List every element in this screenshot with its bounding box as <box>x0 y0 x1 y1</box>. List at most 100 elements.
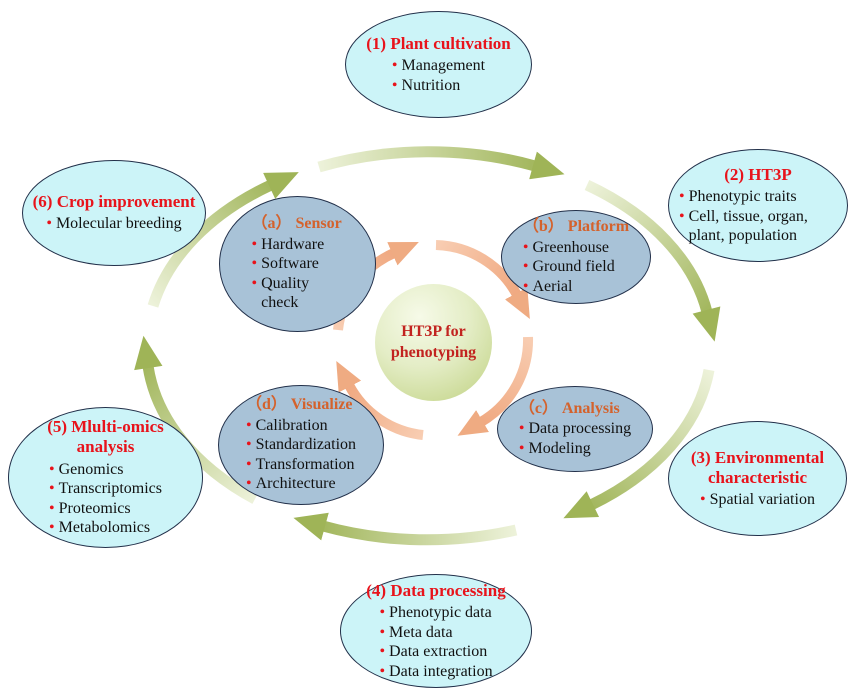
bullet-icon: • <box>379 623 386 641</box>
node-title: （a） Sensor <box>251 215 342 233</box>
item-label: Aerial <box>532 277 573 295</box>
list-item: •Hardware <box>252 235 344 255</box>
node-title: (6) Crop improvement <box>32 192 196 212</box>
bullet-icon: • <box>679 207 685 225</box>
bullet-icon: • <box>518 420 525 438</box>
list-item: •Phenotypic traits <box>679 187 837 207</box>
item-label: Data extraction <box>389 643 488 661</box>
bullet-icon: • <box>700 490 706 508</box>
bullet-icon: • <box>522 258 529 276</box>
bullet-icon: • <box>379 643 386 661</box>
bullet-icon: • <box>522 277 529 295</box>
list-item: •Meta data <box>379 623 492 643</box>
bullet-icon: • <box>251 255 258 273</box>
item-label: Quality check <box>261 274 310 312</box>
list-item: •Modeling <box>519 439 631 459</box>
bullet-icon: • <box>518 439 525 457</box>
list-item: •Management <box>392 56 485 76</box>
list-item: •Quality check <box>252 274 344 313</box>
list-item: •Greenhouse <box>523 238 629 258</box>
list-item: •Nutrition <box>392 76 485 96</box>
bullet-icon: • <box>48 499 55 517</box>
outer-cycle-arrow-5 <box>293 512 518 546</box>
list-item: •Molecular breeding <box>46 214 181 234</box>
item-label: Proteomics <box>58 499 131 517</box>
node-environmental-characteristic: (3) Environmental characteristic •Spatia… <box>668 421 847 536</box>
bullet-icon: • <box>391 57 398 74</box>
bullet-icon: • <box>245 436 252 454</box>
center-hub-label: HT3P for phenotyping <box>390 322 477 361</box>
inner-cycle-arrow-d <box>336 360 424 440</box>
list-item: •Architecture <box>246 474 356 494</box>
node-data-processing: (4) Data processing •Phenotypic data •Me… <box>340 574 532 688</box>
node-title: (4) Data processing <box>366 580 506 600</box>
node-title: (1) Plant cultivation <box>366 33 511 53</box>
bullet-icon: • <box>245 455 252 473</box>
list-item: •Standardization <box>246 435 356 455</box>
bullet-icon: • <box>251 235 258 253</box>
list-item: •Transformation <box>246 455 356 475</box>
list-item: •Aerial <box>523 277 629 297</box>
bullet-icon: • <box>522 238 529 256</box>
outer-cycle-arrow-2 <box>317 146 565 180</box>
bullet-icon: • <box>679 188 685 206</box>
list-item: •Phenotypic data <box>379 603 492 623</box>
bullet-icon: • <box>379 603 386 621</box>
outer-cycle-arrow-4 <box>563 368 715 519</box>
bullet-icon: • <box>46 215 52 233</box>
node-title: (5) Mlulti-omics analysis <box>47 417 164 457</box>
node-title: (2) HT3P <box>724 165 792 185</box>
list-item: •Cell, tissue, organ, plant, population <box>679 207 837 246</box>
item-label: Hardware <box>261 235 325 253</box>
item-label: Molecular breeding <box>55 215 182 233</box>
node-title: (3) Environmental characteristic <box>690 447 825 487</box>
bullet-icon: • <box>391 76 398 94</box>
item-label: Phenotypic data <box>389 603 492 621</box>
node-sensor: （a） Sensor •Hardware •Software •Quality … <box>219 196 376 332</box>
list-item: •Calibration <box>246 416 356 436</box>
bullet-icon: • <box>245 416 252 434</box>
node-title: （c） Analysis <box>518 399 620 417</box>
item-label: Meta data <box>389 623 453 641</box>
node-visualize: （d） Visualize •Calibration •Standardizat… <box>218 385 384 505</box>
inner-cycle-arrow-c <box>457 336 534 436</box>
list-item: •Metabolomics <box>49 518 162 538</box>
item-label: Phenotypic traits <box>688 188 797 206</box>
node-multi-omics-analysis: (5) Mlulti-omics analysis •Genomics •Tra… <box>8 407 203 548</box>
list-item: •Ground field <box>523 257 629 277</box>
item-label: Software <box>261 255 319 273</box>
bullet-icon: • <box>48 480 55 498</box>
list-item: •Software <box>252 254 344 274</box>
inner-cycle-arrow-b <box>435 240 530 319</box>
item-label: Metabolomics <box>58 519 151 537</box>
item-label: Standardization <box>255 436 357 454</box>
item-label: Ground field <box>532 258 615 276</box>
outer-cycle-arrow-3 <box>584 180 721 342</box>
bullet-icon: • <box>251 274 258 292</box>
node-platform: （b） Platform •Greenhouse •Ground field •… <box>501 210 651 304</box>
list-item: •Genomics <box>49 460 162 480</box>
node-title: （d） Visualize <box>245 396 353 414</box>
center-hub: HT3P for phenotyping <box>375 284 492 401</box>
item-label: Greenhouse <box>532 238 609 256</box>
bullet-icon: • <box>379 662 386 680</box>
node-title: （b） Platform <box>522 217 630 235</box>
list-item: •Data extraction <box>379 642 492 662</box>
node-ht3p: (2) HT3P •Phenotypic traits •Cell, tissu… <box>668 149 848 262</box>
item-label: Data processing <box>528 420 632 438</box>
item-label: Transcriptomics <box>58 480 162 498</box>
list-item: •Spatial variation <box>700 490 815 510</box>
list-item: •Data integration <box>379 662 492 682</box>
node-plant-cultivation: (1) Plant cultivation •Management •Nutri… <box>345 11 532 118</box>
item-label: Calibration <box>255 416 328 434</box>
item-label: Architecture <box>255 475 336 493</box>
item-label: Modeling <box>528 439 591 457</box>
node-crop-improvement: (6) Crop improvement •Molecular breeding <box>22 160 206 266</box>
list-item: •Proteomics <box>49 499 162 519</box>
bullet-icon: • <box>245 475 252 493</box>
item-label: Cell, tissue, organ, plant, population <box>688 207 808 245</box>
item-label: Data integration <box>389 662 493 680</box>
list-item: •Data processing <box>519 419 631 439</box>
node-analysis: （c） Analysis •Data processing •Modeling <box>497 386 653 472</box>
